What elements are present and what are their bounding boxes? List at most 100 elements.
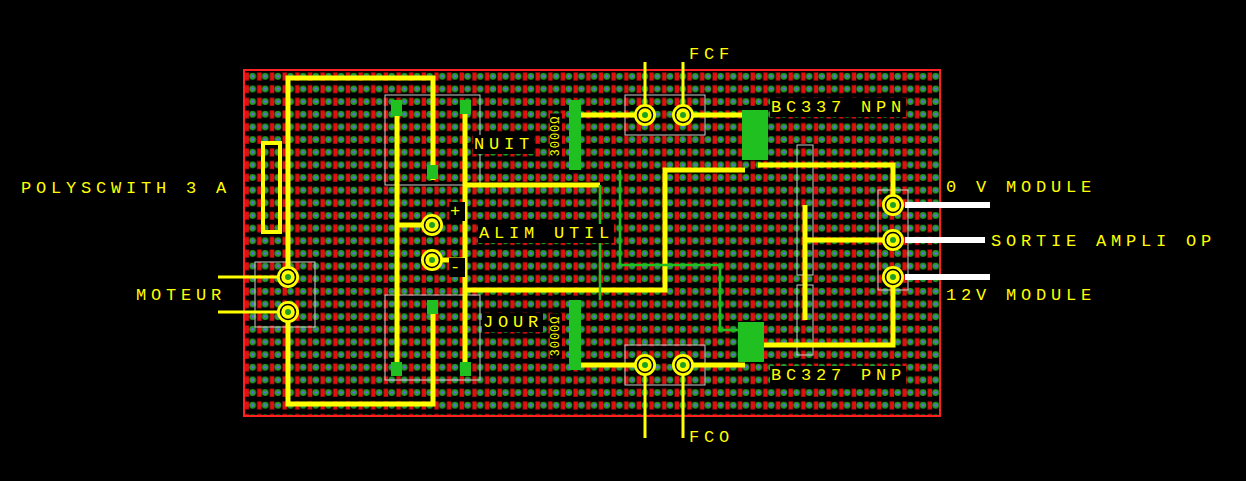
polyswitch-symbol xyxy=(263,143,280,232)
part-label: 12V MODULE xyxy=(945,286,1096,305)
part-label: POLYSCWITH 3 A xyxy=(20,179,231,198)
pcb-shape xyxy=(672,354,694,376)
transistor-symbol xyxy=(742,110,768,160)
pcb-shape xyxy=(882,229,904,251)
part-label: SORTIE AMPLI OP xyxy=(990,232,1216,251)
pcb-shape xyxy=(890,274,896,280)
pcb-shape xyxy=(882,266,904,288)
pcb-shape xyxy=(395,100,400,375)
board xyxy=(244,70,940,416)
pcb-shape xyxy=(890,237,896,243)
pcb-shape xyxy=(905,237,985,243)
pcb-shape xyxy=(429,257,435,263)
green-components xyxy=(391,100,768,376)
relay-pin xyxy=(460,100,471,114)
part-label: BC337 NPN xyxy=(770,98,906,117)
pcb-shape xyxy=(644,375,647,438)
pcb-shape xyxy=(463,100,468,375)
pcb-shape xyxy=(465,183,600,188)
transistor-symbol xyxy=(738,322,764,362)
pcb-shape xyxy=(758,165,893,205)
part-label: FCF xyxy=(688,45,734,64)
pcb-shape xyxy=(682,375,685,438)
pcb-shape xyxy=(218,276,278,279)
part-label: MOTEUR xyxy=(135,286,226,305)
pcb-shape xyxy=(758,277,893,345)
pcb-shape xyxy=(634,354,656,376)
pcb-shape xyxy=(634,104,656,126)
relay-pin xyxy=(460,362,471,376)
resistor-value: 3000Ω xyxy=(550,113,562,158)
pcb-shape xyxy=(285,274,291,280)
pcb-shape xyxy=(425,218,440,233)
pcb-shape xyxy=(878,190,908,290)
pcb-shape xyxy=(620,170,740,330)
pcb-shape xyxy=(255,262,315,327)
pcb-shape xyxy=(638,358,653,373)
pcb-shape xyxy=(277,301,299,323)
pcb-shape xyxy=(905,274,990,280)
pcb-shape xyxy=(465,170,745,290)
pcb-shape xyxy=(905,202,990,208)
pcb-shape xyxy=(886,270,901,285)
pcb-shape xyxy=(642,112,648,118)
pcb-shape xyxy=(277,266,299,288)
pcb-shape xyxy=(672,104,694,126)
pcb-shape xyxy=(890,202,896,208)
pcb-shape xyxy=(672,104,694,126)
pcb-shape xyxy=(682,62,685,105)
pcb-shape xyxy=(644,62,647,105)
pcb-shape xyxy=(277,301,299,323)
pcb-shape xyxy=(634,104,656,126)
pcb-shape xyxy=(421,249,443,271)
pcb-shape xyxy=(288,300,433,404)
part-label: BC327 PNP xyxy=(770,366,906,385)
part-label: JOUR xyxy=(482,313,543,332)
resistor-symbol xyxy=(569,100,581,170)
pcb-shape xyxy=(281,270,296,285)
pcb-shape xyxy=(882,266,904,288)
resistor-value: 3000Ω xyxy=(550,313,562,358)
pcb-shape xyxy=(803,205,808,320)
pcb-shape xyxy=(281,305,296,320)
pcb-shape xyxy=(634,354,656,376)
pcb-shape xyxy=(805,238,893,243)
pcb-shape xyxy=(421,214,443,236)
pcb-shape xyxy=(429,222,435,228)
board-outline xyxy=(244,70,940,416)
traces xyxy=(288,78,893,404)
pcb-shape xyxy=(288,78,433,277)
pcb-shape xyxy=(676,358,691,373)
module-wires xyxy=(905,205,990,277)
pcb-shape xyxy=(672,354,694,376)
pcb-shape xyxy=(680,112,686,118)
part-label: NUIT xyxy=(473,135,534,154)
pcb-shape xyxy=(421,214,443,236)
pcb-shape xyxy=(218,311,278,314)
pcb-shape xyxy=(676,108,691,123)
part-label: 0 V MODULE xyxy=(945,178,1096,197)
leads xyxy=(218,62,683,438)
relay-pin xyxy=(427,165,438,179)
part-label: ALIM UTIL xyxy=(478,224,614,243)
pcb-shape xyxy=(425,253,440,268)
pads xyxy=(277,104,904,376)
pcb-shape xyxy=(882,194,904,216)
pcb-shape xyxy=(680,362,686,368)
pcb-shape xyxy=(886,198,901,213)
pcb-shape xyxy=(277,266,299,288)
pcb-shape xyxy=(882,229,904,251)
part-label: - xyxy=(449,258,465,277)
pcb-shape xyxy=(886,233,901,248)
resistor-symbol xyxy=(569,300,581,370)
pcb-shape xyxy=(625,95,705,135)
component-outlines xyxy=(255,95,908,385)
pcb-shape xyxy=(625,345,705,385)
pcb-shape xyxy=(882,194,904,216)
thin-traces xyxy=(600,170,740,330)
part-label: FCO xyxy=(688,428,734,447)
relay-pin xyxy=(427,300,438,314)
relay-pin xyxy=(391,100,402,116)
